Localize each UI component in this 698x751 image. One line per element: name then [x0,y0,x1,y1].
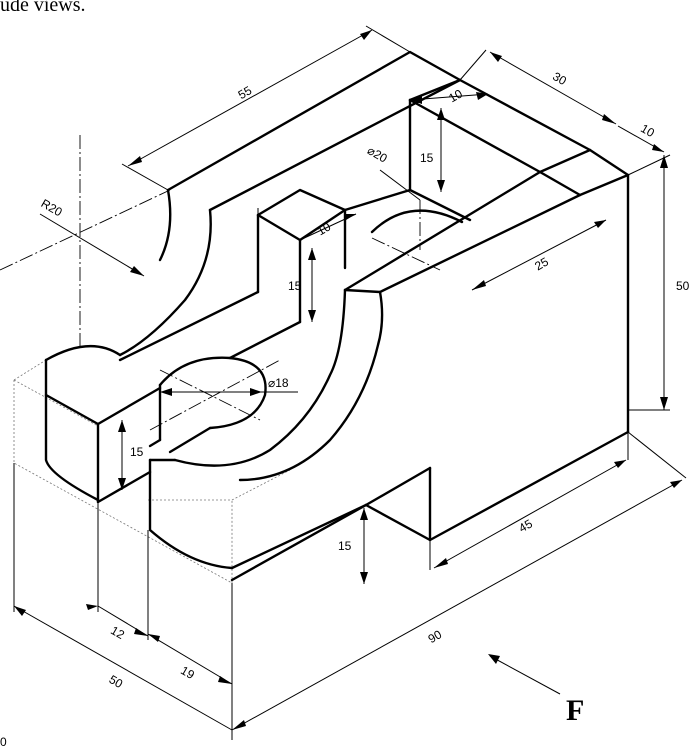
dim-15-slot: 15 [420,151,434,165]
dim-50-height: 50 [676,279,690,293]
dim-25: 25 [532,254,551,273]
arrowheads [14,30,682,730]
dim-55: 55 [236,83,255,102]
dim-50-base: 50 [107,672,126,691]
caption-text: ude views. [0,0,86,16]
dim-18-dia: ⌀18 [268,376,289,390]
center-lines [0,135,441,431]
dim-45: 45 [516,516,535,535]
dim-15-left: 15 [130,445,144,459]
dim-10-top: 10 [446,86,465,105]
dim-15-notch: 15 [338,539,352,553]
dim-30: 30 [550,69,569,88]
dimension-lines [13,25,687,740]
dim-15-block: 15 [288,279,302,293]
dim-19: 19 [178,663,197,682]
dim-12: 12 [108,623,127,642]
view-label-F: F [566,694,584,727]
dim-20-dia: ⌀20 [365,143,390,166]
object-outline [44,50,630,582]
corner-mark: 0 [0,735,7,749]
dim-10-right: 10 [638,121,657,140]
dim-90: 90 [426,627,445,646]
phantom-lines [13,359,291,584]
dim-10-block: 10 [315,219,334,238]
